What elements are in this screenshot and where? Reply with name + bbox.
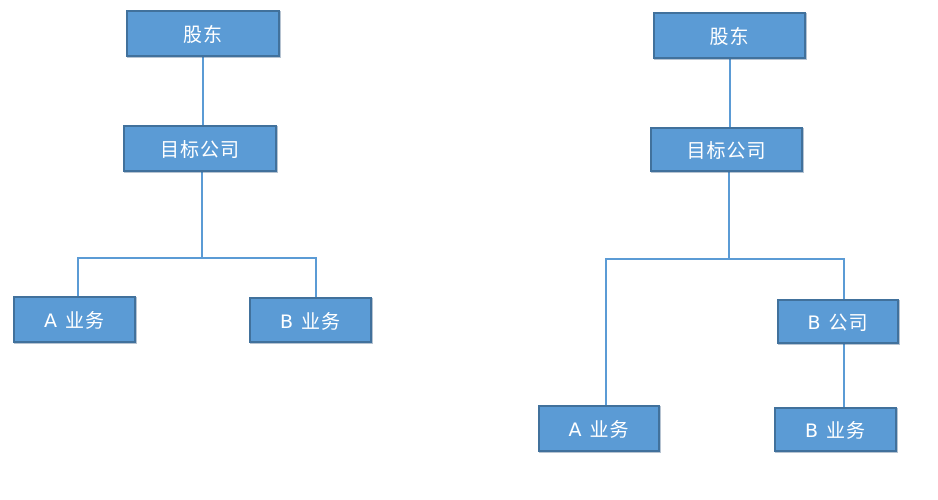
connector-left-horizontal bbox=[77, 257, 317, 259]
connector-left-drop-business-a bbox=[77, 259, 79, 296]
node-right-business-a: A 业务 bbox=[538, 405, 660, 452]
connector-left-target-stem bbox=[201, 172, 203, 258]
connector-right-drop-company-b bbox=[843, 260, 845, 299]
node-left-shareholder-label: 股东 bbox=[182, 24, 223, 46]
connector-right-shareholder-target bbox=[729, 59, 731, 127]
connector-left-drop-business-b bbox=[315, 259, 317, 297]
node-left-target-company-label: 目标公司 bbox=[159, 139, 240, 161]
connector-right-horizontal bbox=[605, 258, 845, 260]
node-right-shareholder-label: 股东 bbox=[709, 26, 750, 48]
node-left-business-a: A 业务 bbox=[13, 296, 136, 343]
connector-right-drop-business-a bbox=[605, 260, 607, 405]
node-right-shareholder: 股东 bbox=[653, 12, 806, 59]
node-left-business-b: B 业务 bbox=[249, 297, 372, 343]
node-right-business-b-label: B 业务 bbox=[804, 420, 867, 442]
node-right-company-b-label: B 公司 bbox=[807, 312, 869, 334]
connector-left-shareholder-target bbox=[202, 57, 204, 125]
node-right-target-company: 目标公司 bbox=[650, 127, 803, 172]
node-right-target-company-label: 目标公司 bbox=[686, 140, 767, 162]
node-left-business-b-label: B 业务 bbox=[279, 310, 342, 333]
node-right-company-b: B 公司 bbox=[777, 299, 899, 344]
connector-right-company-b-business-b bbox=[843, 344, 845, 407]
node-left-target-company: 目标公司 bbox=[123, 125, 277, 172]
node-left-business-a-label: A 业务 bbox=[43, 310, 106, 332]
node-left-shareholder: 股东 bbox=[126, 10, 280, 57]
node-right-business-b: B 业务 bbox=[774, 407, 897, 452]
node-right-business-a-label: A 业务 bbox=[568, 419, 630, 441]
connector-right-target-stem bbox=[728, 172, 730, 260]
